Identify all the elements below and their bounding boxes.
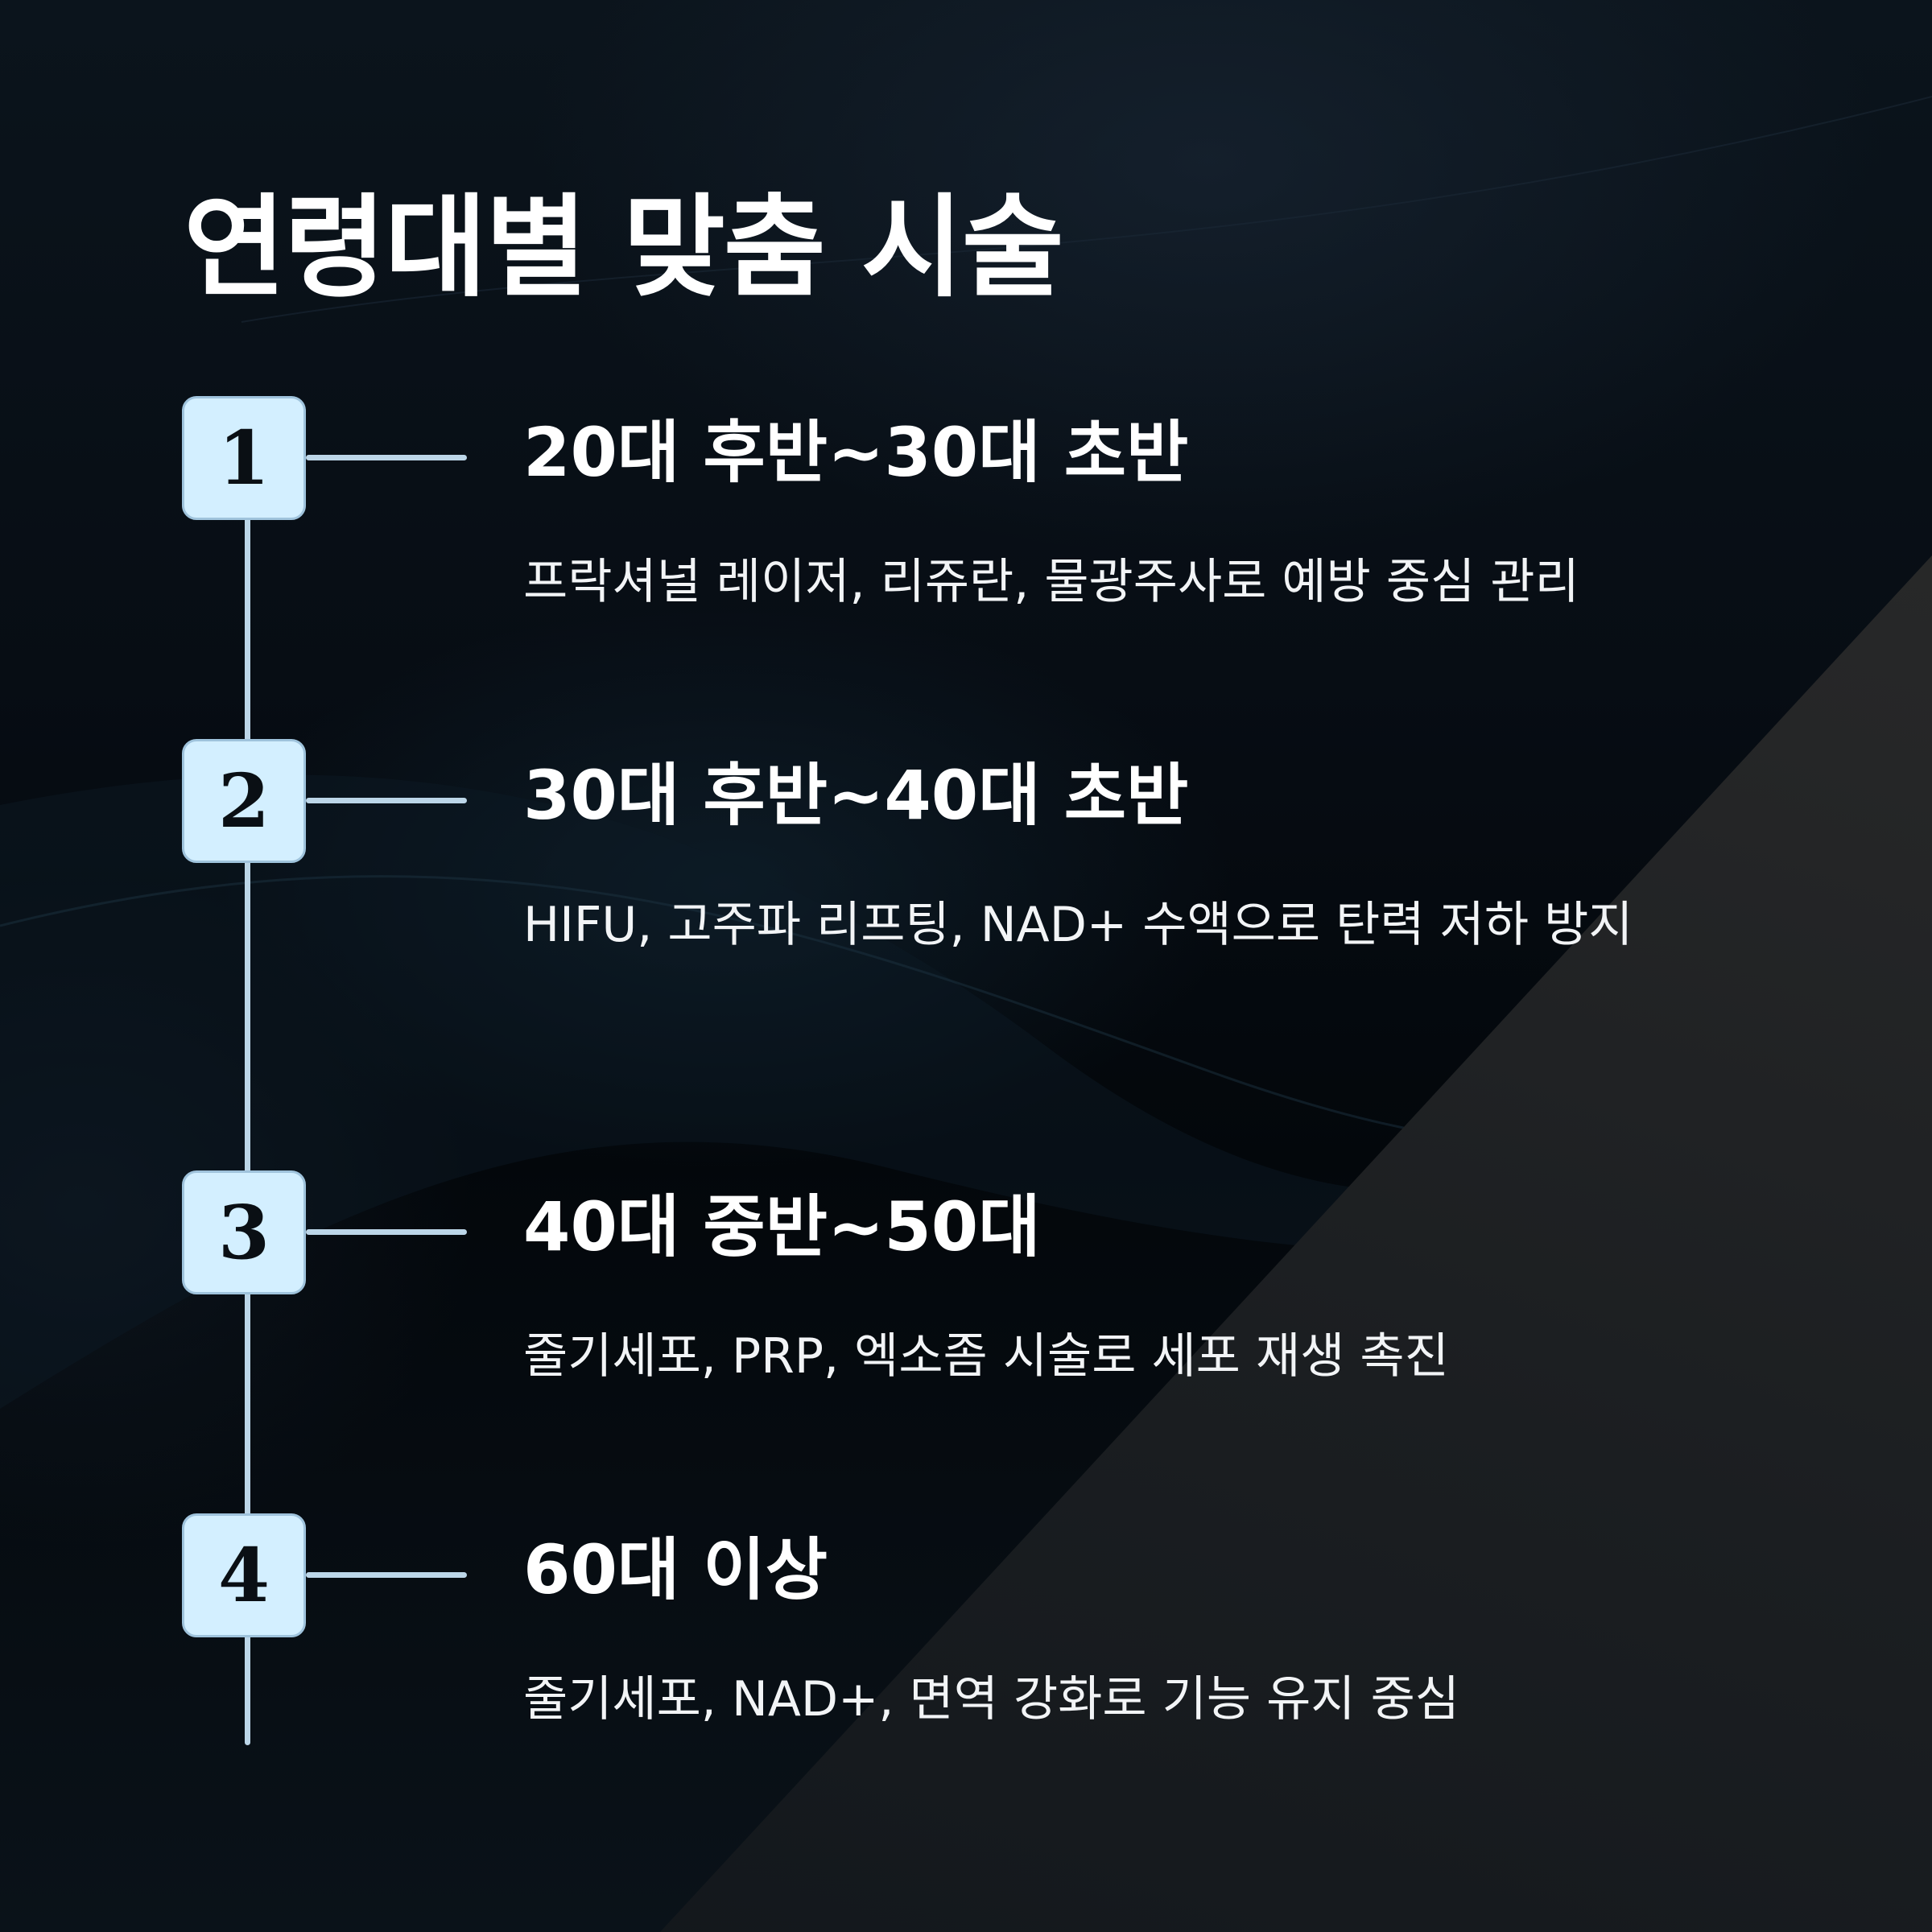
step-badge-1: 1 [182, 396, 306, 520]
stage-title-1: 20대 후반~30대 초반 [523, 413, 1189, 492]
step-connector-3 [306, 1229, 467, 1235]
step-badge-2: 2 [182, 739, 306, 863]
stage-title-3: 40대 중반~50대 [523, 1187, 1041, 1266]
stage-description-4: 줄기세포, NAD+, 면역 강화로 기능 유지 중심 [523, 1671, 1459, 1728]
timeline-vertical-line [245, 451, 250, 1745]
stage-title-4: 60대 이상 [523, 1530, 828, 1609]
stage-description-3: 줄기세포, PRP, 엑소좀 시술로 세포 재생 촉진 [523, 1328, 1449, 1385]
step-connector-1 [306, 455, 467, 460]
page-title: 연령대별 맞춤 시술 [184, 183, 1064, 312]
step-badge-3: 3 [182, 1170, 306, 1294]
step-connector-2 [306, 798, 467, 803]
step-connector-4 [306, 1572, 467, 1578]
step-badge-4: 4 [182, 1513, 306, 1637]
stage-description-2: HIFU, 고주파 리프팅, NAD+ 수액으로 탄력 저하 방지 [523, 897, 1633, 953]
stage-title-2: 30대 후반~40대 초반 [523, 756, 1189, 835]
stage-description-1: 프락셔널 레이저, 리쥬란, 물광주사로 예방 중심 관리 [523, 554, 1579, 610]
